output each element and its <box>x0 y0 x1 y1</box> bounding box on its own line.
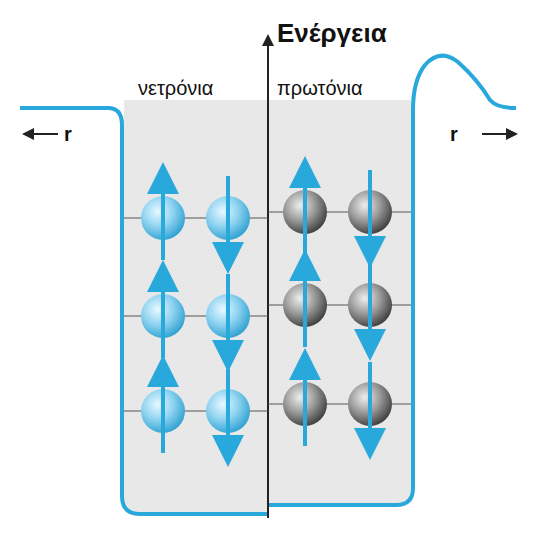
well-fill-neutrons <box>124 100 268 512</box>
neutron-well-outline <box>20 108 268 514</box>
spin-arrow <box>161 371 165 453</box>
axis-label: r <box>64 124 72 144</box>
spin-arrow <box>368 263 372 345</box>
energy-axis <box>267 40 269 518</box>
particles <box>141 170 392 453</box>
r-arrow-left <box>28 133 58 135</box>
spin-arrow <box>161 178 165 260</box>
spin-arrow <box>303 172 307 254</box>
energy-levels <box>124 212 411 411</box>
region-label: νετρόνια <box>138 78 213 98</box>
proton-well-outline <box>268 56 516 505</box>
r-arrow-right <box>482 133 512 135</box>
spin-arrow <box>368 362 372 444</box>
spin-arrow <box>226 274 230 356</box>
spin-arrow <box>226 369 230 451</box>
spin-arrow <box>303 364 307 446</box>
spin-arrow <box>303 265 307 347</box>
axis-label: Ενέργεια <box>277 20 387 46</box>
axis-label: r <box>450 124 458 144</box>
spin-arrow <box>368 170 372 252</box>
spin-arrow <box>161 276 165 358</box>
spin-arrow <box>226 176 230 258</box>
well-fill-protons <box>268 100 411 503</box>
region-label: πρωτόνια <box>277 78 363 98</box>
